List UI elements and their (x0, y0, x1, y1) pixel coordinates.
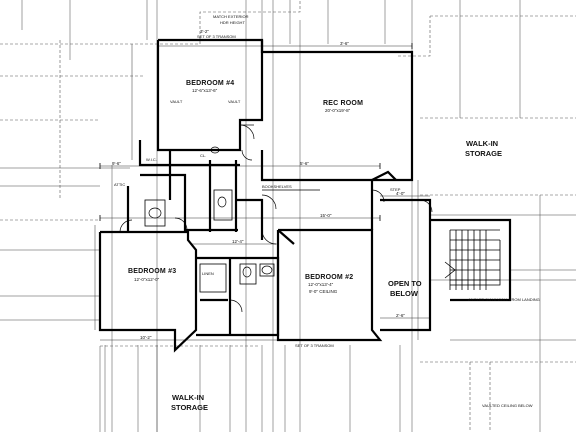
thin-interior-lines (144, 189, 501, 293)
linen-label: LINEN (202, 271, 214, 276)
bookshelves-label: BOOKSHELVES (262, 184, 292, 189)
dimension-ticks (99, 43, 413, 221)
match-exterior-label: MATCH EXTERIOR (213, 14, 249, 19)
bedroom-3-size: 12'-0"x12'-0" (134, 277, 160, 282)
vault-left-label: VAULT (170, 99, 183, 104)
transom-bottom-label: SET OF 3 TRANSOM (295, 343, 334, 348)
header-height-label: HDR HEIGHT (220, 20, 245, 25)
attic-label: ATTIC (114, 182, 126, 187)
closet-label: CL. (200, 153, 207, 158)
walk-in-storage-right-line1: WALK-IN (466, 139, 499, 148)
dimension-text: 3'-2" (200, 29, 209, 34)
dimension-text: 10'-2" (140, 335, 152, 340)
rec-room-title: REC ROOM (323, 100, 364, 107)
angled-wall-label: ANGLED 3/4 HI WALL FROM LANDING (468, 297, 540, 302)
vault-right-label: VAULT (228, 99, 241, 104)
bedroom-4-title: BEDROOM #4 (186, 80, 235, 87)
dimension-text: 15'-0" (320, 213, 332, 218)
dimension-text: 12'-4" (232, 239, 244, 244)
door-swings (119, 124, 433, 313)
dimension-text: 3'-6" (340, 41, 349, 46)
bedroom-4-size: 12'-6"x13'-6" (192, 88, 218, 93)
plumbing-fixtures (148, 146, 273, 278)
transom-top-label: SET OF 3 TRANSOM (197, 34, 236, 39)
open-to-below-line2: BELOW (390, 289, 418, 298)
bedroom-2-size: 12'-0"x13'-4" (308, 282, 334, 287)
dimension-text: 2'-6" (396, 313, 405, 318)
walk-in-storage-bottom-line2: STORAGE (171, 403, 208, 412)
bedroom-2-ceiling: 9'-0" CEILING (309, 289, 338, 294)
rec-room-size: 20'-0"x19'-8" (325, 108, 351, 113)
open-to-below-line1: OPEN TO (388, 279, 422, 288)
bedroom-2-title: BEDROOM #2 (305, 274, 354, 281)
walk-in-storage-right-line2: STORAGE (465, 149, 502, 158)
wic-label: W.I.C. (146, 157, 157, 162)
walls (98, 38, 512, 353)
dimension-text: 5'-6" (300, 161, 309, 166)
walk-in-storage-bottom-line1: WALK-IN (172, 393, 205, 402)
bedroom-3-title: BEDROOM #3 (128, 268, 177, 275)
step-label: STEP (390, 187, 401, 192)
dimension-text: 4'-0" (396, 191, 405, 196)
dimension-text: 9'-6" (112, 161, 121, 166)
vaulted-ceiling-below-label: VAULTED CEILING BELOW (482, 403, 533, 408)
